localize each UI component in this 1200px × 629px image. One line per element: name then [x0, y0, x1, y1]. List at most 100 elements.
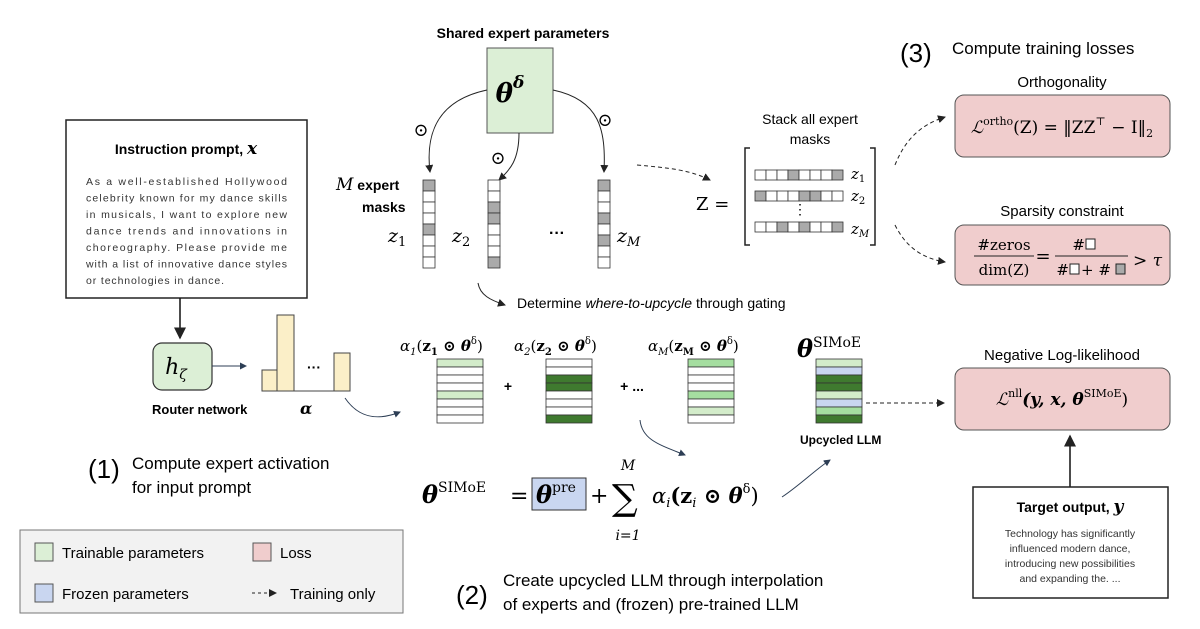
legend-frozen-swatch — [34, 583, 54, 603]
instruction-prompt-box: Instruction prompt, x As a well-establis… — [65, 119, 308, 299]
step3-number: (3) — [900, 38, 932, 68]
svg-text:M expert: M expert — [335, 175, 400, 195]
nll-title: Negative Log-likelihood — [984, 347, 1140, 364]
step1-number: (1) — [88, 454, 120, 484]
gated-expert-row — [545, 374, 593, 384]
stack-mask-cell — [765, 190, 778, 202]
z-equals: Z = — [696, 194, 729, 215]
stack-mask-cell — [776, 221, 789, 233]
router-symbol: h — [165, 355, 179, 380]
filled-cell-icon — [1115, 263, 1126, 275]
stack-mask-cell — [754, 221, 767, 233]
stack-mask-cell — [809, 190, 822, 202]
router-label: Router network — [152, 402, 248, 417]
pretrained-params-box — [531, 477, 587, 511]
step3-title: Compute training losses — [952, 39, 1134, 58]
gated-expert-row — [436, 398, 484, 408]
svg-text:Frozen parameters: Frozen parameters — [62, 586, 189, 603]
svg-text:#: # — [1056, 261, 1069, 279]
stack-mask-cell — [798, 221, 811, 233]
svg-text:+ #: + # — [1081, 261, 1111, 279]
prompt-title: Instruction prompt, — [115, 141, 247, 157]
gated-expert-row — [545, 406, 593, 416]
gated-expert-row — [687, 358, 735, 368]
svg-text:+ ...: + ... — [620, 378, 644, 394]
mask-cell — [597, 212, 611, 225]
empty-cell-icon — [1085, 238, 1096, 250]
sparsity-title: Sparsity constraint — [1000, 203, 1124, 220]
alpha-bar — [261, 369, 278, 392]
svg-text:z1: z1 — [387, 225, 406, 250]
simoe-param-row — [815, 414, 863, 424]
svg-text:=: = — [510, 484, 528, 509]
svg-text:ℒortho(Z) = ‖ZZ⊤ − I‖2: ℒortho(Z) = ‖ZZ⊤ − I‖2 — [971, 115, 1153, 140]
svg-text:Target output, y: Target output, y — [1017, 497, 1125, 517]
legend: Trainable parameters Loss Frozen paramet… — [19, 529, 404, 614]
stack-mask-cell — [809, 169, 822, 181]
orthogonality-title: Orthogonality — [1017, 74, 1107, 91]
svg-text:θSIMoE: θSIMoE — [797, 334, 861, 363]
mask-cell — [597, 190, 611, 203]
alpha-label: α — [300, 399, 312, 418]
svg-text:···: ··· — [549, 225, 565, 242]
svg-text:Loss: Loss — [280, 545, 312, 562]
svg-text:M: M — [620, 458, 636, 474]
svg-text:Trainable parameters: Trainable parameters — [62, 545, 204, 562]
svg-text:θpre: θpre — [536, 480, 576, 509]
gated-expert-row — [687, 398, 735, 408]
step1-title: Compute expert activation — [132, 454, 330, 473]
gated-expert-row — [545, 414, 593, 424]
nll-loss-box — [954, 367, 1171, 431]
gated-expert-row — [436, 382, 484, 392]
svg-text:z2: z2 — [451, 225, 470, 250]
mask-cell — [597, 234, 611, 247]
svg-text:θSIMoE: θSIMoE — [422, 480, 486, 509]
svg-text:=: = — [1035, 246, 1050, 267]
svg-text:Instruction prompt, x: Instruction prompt, x — [115, 139, 258, 159]
stack-mask-cell — [765, 221, 778, 233]
gated-expert-row — [545, 382, 593, 392]
stack-mask-cell — [831, 221, 844, 233]
svg-text:ℒnll(y, x, θSIMoE): ℒnll(y, x, θSIMoE) — [996, 387, 1128, 410]
mask-cell — [422, 201, 436, 214]
gated-expert-row — [687, 382, 735, 392]
simoe-param-row — [815, 398, 863, 408]
legend-loss-swatch — [252, 542, 272, 562]
stack-mask-cell — [776, 169, 789, 181]
gated-term-label: α1(z1 ⊙ θδ) — [400, 336, 483, 358]
stack-mask-cell — [787, 169, 800, 181]
alpha-bar — [333, 352, 351, 392]
alpha-bar-chart: ··· — [261, 314, 351, 392]
stack-mask-cell — [787, 221, 800, 233]
alpha-bar — [276, 314, 295, 392]
stack-mask-cell — [754, 169, 767, 181]
mask-cell — [487, 179, 501, 192]
gated-expert-row — [545, 398, 593, 408]
simoe-formula: θSIMoE = θpre + ∑ M i=1 αi(zi ⊙ θδ) — [422, 458, 759, 544]
gated-expert-row — [687, 374, 735, 384]
gated-expert-row — [687, 390, 735, 400]
stack-mask-cell — [798, 190, 811, 202]
gated-term-label: αM(zM ⊙ θδ) — [648, 336, 739, 358]
mask-cell — [487, 256, 501, 269]
target-line: influenced modern dance, — [1010, 543, 1131, 555]
svg-text:for input prompt: for input prompt — [132, 478, 251, 497]
gated-expert-row — [687, 414, 735, 424]
mask-cell — [487, 245, 501, 258]
upcycled-llm-label: Upcycled LLM — [800, 433, 881, 447]
simoe-param-row — [815, 406, 863, 416]
mask-cell — [597, 256, 611, 269]
mask-cell — [422, 179, 436, 192]
svg-text:dim(Z): dim(Z) — [979, 261, 1030, 279]
gated-expert-row — [545, 390, 593, 400]
stack-mask-cell — [787, 190, 800, 202]
svg-text:zM: zM — [616, 225, 641, 250]
target-line: introducing new possibilities — [1005, 558, 1135, 570]
masks-label: masks — [362, 199, 406, 215]
svg-text:masks: masks — [790, 131, 830, 147]
mask-cell — [487, 223, 501, 236]
mask-cell — [422, 212, 436, 225]
plus-sign: + — [504, 378, 512, 394]
step2-title: Create upcycled LLM through interpolatio… — [503, 571, 823, 590]
svg-text:hζ: hζ — [165, 355, 188, 383]
